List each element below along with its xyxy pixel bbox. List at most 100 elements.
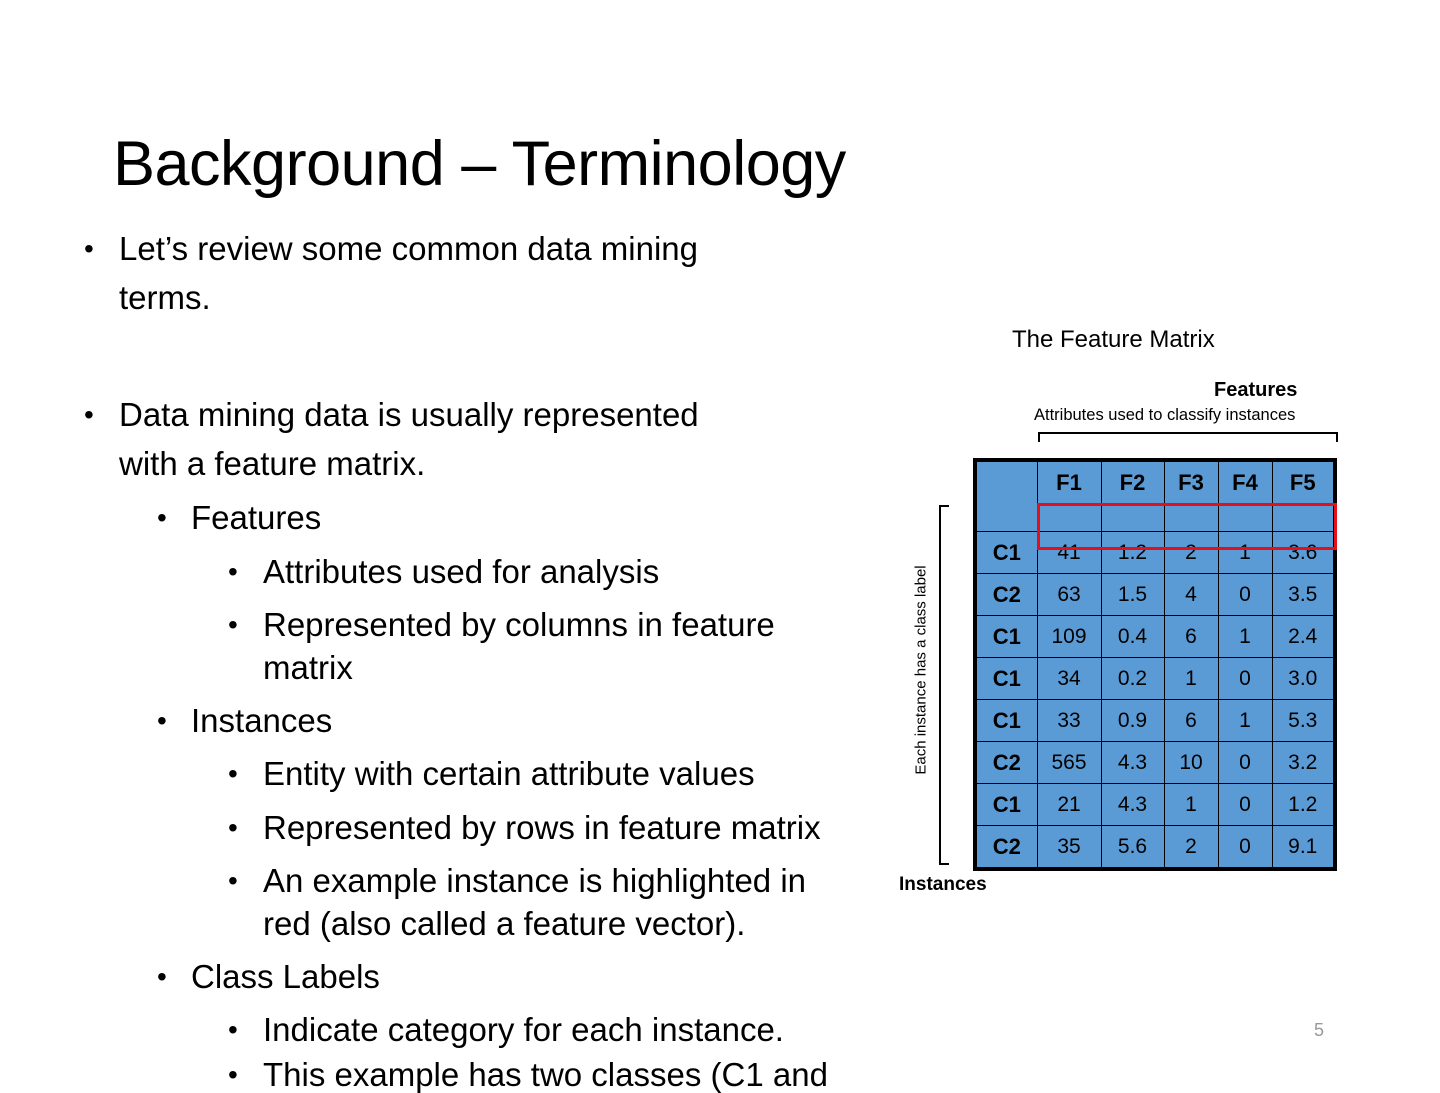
value-cell: 0 — [1217, 825, 1273, 870]
bullet-text: Class Labels — [191, 958, 380, 995]
class-label-cell: C1 — [974, 783, 1038, 826]
class-label-cell: C2 — [974, 573, 1038, 616]
bullet-text: Instances — [191, 702, 333, 739]
bullet-text: An example instance is highlighted in — [263, 862, 807, 899]
features-bracket — [1038, 432, 1338, 442]
value-cell: 35 — [1036, 825, 1102, 870]
value-cell: 0 — [1217, 741, 1273, 784]
value-cell: 2.4 — [1271, 615, 1336, 658]
blank-row — [975, 503, 1336, 532]
bullet-icon: • — [228, 609, 238, 640]
value-cell: 1 — [1217, 699, 1273, 742]
value-cell: 10 — [1163, 741, 1219, 784]
bullet-icon: • — [228, 1014, 238, 1045]
instances-sublabel: Each instance has a class label — [912, 565, 930, 775]
corner-cell — [974, 459, 1038, 532]
value-cell: 0.2 — [1100, 657, 1165, 700]
value-cell: 63 — [1036, 573, 1102, 616]
value-cell: 1.2 — [1100, 531, 1165, 574]
value-cell: 4.3 — [1100, 783, 1165, 826]
value-cell: 1.2 — [1271, 783, 1336, 826]
value-cell: 1 — [1163, 657, 1219, 700]
value-cell: 3.0 — [1271, 657, 1336, 700]
instances-bracket — [939, 505, 949, 865]
value-cell: 2 — [1163, 825, 1219, 870]
value-cell: 2 — [1163, 531, 1219, 574]
value-cell: 3.5 — [1271, 573, 1336, 616]
class-label-cell: C2 — [974, 825, 1038, 870]
bullet-icon: • — [84, 399, 94, 430]
bullet-icon: • — [157, 502, 167, 533]
bullet-text: Attributes used for analysis — [263, 553, 660, 590]
bullet-text: Features — [191, 499, 322, 536]
value-cell: 0.9 — [1100, 699, 1165, 742]
bullet-text: matrix — [263, 649, 353, 686]
bullet-icon: • — [84, 233, 94, 264]
bullet-text: Represented by rows in feature matrix — [263, 809, 821, 846]
column-header: F1 — [1036, 459, 1102, 504]
class-label-cell: C1 — [974, 657, 1038, 700]
value-cell: 0 — [1217, 573, 1273, 616]
column-header: F4 — [1217, 459, 1273, 504]
value-cell: 0 — [1217, 657, 1273, 700]
column-header: F5 — [1271, 459, 1336, 504]
bullet-text: Let’s review some common data mining — [119, 230, 698, 267]
bullet-icon: • — [157, 961, 167, 992]
value-cell: 6 — [1163, 615, 1219, 658]
value-cell: 1 — [1163, 783, 1219, 826]
value-cell: 109 — [1036, 615, 1102, 658]
features-label: Features — [1214, 379, 1298, 401]
bullet-icon: • — [228, 812, 238, 843]
value-cell: 6 — [1163, 699, 1219, 742]
value-cell: 0.4 — [1100, 615, 1165, 658]
bullet-text: Indicate category for each instance. — [263, 1011, 784, 1048]
figure-title: The Feature Matrix — [1012, 326, 1215, 353]
value-cell: 3.2 — [1271, 741, 1336, 784]
value-cell: 5.6 — [1100, 825, 1165, 870]
slide-title: Background – Terminology — [113, 129, 846, 199]
column-header: F2 — [1100, 459, 1165, 504]
value-cell: 0 — [1217, 783, 1273, 826]
bullet-text: with a feature matrix. — [119, 445, 426, 482]
value-cell: 34 — [1036, 657, 1102, 700]
bullet-icon: • — [228, 758, 238, 789]
page-number: 5 — [1314, 1020, 1325, 1040]
bullet-text: red (also called a feature vector). — [263, 905, 746, 942]
bullet-text: Represented by columns in feature — [263, 606, 775, 643]
value-cell: 4.3 — [1100, 741, 1165, 784]
bullet-text: This example has two classes (C1 and — [263, 1056, 828, 1093]
class-label-cell: C2 — [974, 741, 1038, 784]
instances-label: Instances — [899, 874, 987, 895]
value-cell: 9.1 — [1271, 825, 1336, 870]
bullet-text: terms. — [119, 279, 211, 316]
value-cell: 41 — [1036, 531, 1102, 574]
bullet-icon: • — [228, 1059, 238, 1090]
blank-cell — [1100, 503, 1165, 532]
bullet-text: Data mining data is usually represented — [119, 396, 699, 433]
class-label-cell: C1 — [974, 615, 1038, 658]
features-sublabel: Attributes used to classify instances — [1034, 406, 1296, 424]
bullet-icon: • — [157, 705, 167, 736]
highlighted-feature-vector — [1037, 503, 1337, 550]
class-label-cell: C1 — [974, 531, 1038, 574]
value-cell: 21 — [1036, 783, 1102, 826]
value-cell: 565 — [1036, 741, 1102, 784]
bullet-text: Entity with certain attribute values — [263, 755, 755, 792]
value-cell: 1.5 — [1100, 573, 1165, 616]
value-cell: 33 — [1036, 699, 1102, 742]
value-cell: 5.3 — [1271, 699, 1336, 742]
value-cell: 4 — [1163, 573, 1219, 616]
bullet-icon: • — [228, 865, 238, 896]
class-label-cell: C1 — [974, 699, 1038, 742]
value-cell: 1 — [1217, 615, 1273, 658]
column-header: F3 — [1163, 459, 1219, 504]
